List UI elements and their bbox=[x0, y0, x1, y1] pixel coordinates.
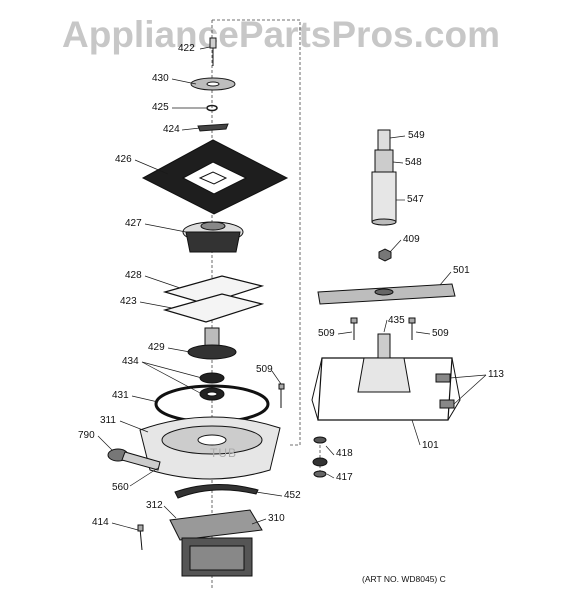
part-423-gasket bbox=[162, 293, 265, 323]
part-790-hose-clamp bbox=[107, 448, 161, 471]
label-part-430: 430 bbox=[152, 73, 169, 84]
part-547-549-spray-tower bbox=[371, 129, 397, 226]
label-part-790: 790 bbox=[78, 430, 95, 441]
label-part-427: 427 bbox=[125, 218, 142, 229]
leader-lines bbox=[97, 46, 487, 531]
label-part-547: 547 bbox=[407, 194, 424, 205]
label-part-428: 428 bbox=[125, 270, 142, 281]
part-509-screw-left bbox=[278, 383, 285, 408]
part-427-impeller bbox=[182, 221, 244, 253]
label-part-101: 101 bbox=[422, 440, 439, 451]
label-part-431: 431 bbox=[112, 390, 129, 401]
label-part-509-mid: 509 bbox=[318, 328, 335, 339]
part-426-chopper-plate bbox=[141, 139, 289, 215]
label-part-452: 452 bbox=[284, 490, 301, 501]
label-part-434: 434 bbox=[122, 356, 139, 367]
part-428-gasket bbox=[162, 275, 265, 305]
part-418-417-hardware bbox=[312, 436, 328, 478]
label-part-423: 423 bbox=[120, 296, 137, 307]
part-430-disc bbox=[190, 77, 236, 91]
label-part-414: 414 bbox=[92, 517, 109, 528]
label-part-409: 409 bbox=[403, 234, 420, 245]
part-434-seals bbox=[199, 372, 225, 401]
part-101-rack-assembly bbox=[311, 333, 461, 421]
part-311-pump-housing bbox=[139, 416, 281, 480]
label-part-113: 113 bbox=[488, 369, 504, 380]
label-part-417: 417 bbox=[336, 472, 353, 483]
part-509-screws-right bbox=[350, 317, 416, 340]
part-452-strap bbox=[174, 484, 259, 499]
label-part-418: 418 bbox=[336, 448, 353, 459]
part-501-spray-arm bbox=[317, 283, 456, 305]
part-113-clips bbox=[435, 373, 455, 409]
part-310-motor bbox=[169, 509, 263, 577]
label-part-422: 422 bbox=[178, 43, 195, 54]
label-part-549: 549 bbox=[408, 130, 425, 141]
label-part-312: 312 bbox=[146, 500, 163, 511]
label-part-560: 560 bbox=[112, 482, 129, 493]
part-422-screw bbox=[209, 37, 217, 66]
label-part-429: 429 bbox=[148, 342, 165, 353]
art-number: (ART NO. WD8045) C bbox=[362, 574, 446, 584]
part-429-hub bbox=[187, 327, 237, 360]
label-part-311: 311 bbox=[100, 415, 116, 426]
label-part-424: 424 bbox=[163, 124, 180, 135]
part-414-screw bbox=[137, 524, 144, 551]
label-part-501: 501 bbox=[453, 265, 470, 276]
label-part-509-right: 509 bbox=[432, 328, 449, 339]
label-part-509-left: 509 bbox=[256, 364, 273, 375]
label-part-310: 310 bbox=[268, 513, 285, 524]
label-part-425: 425 bbox=[152, 102, 169, 113]
label-part-548: 548 bbox=[405, 157, 422, 168]
part-424-blade bbox=[197, 123, 229, 132]
label-part-426: 426 bbox=[115, 154, 132, 165]
part-425-ring bbox=[206, 104, 218, 112]
label-part-435: 435 bbox=[388, 315, 405, 326]
tub-label: TUB bbox=[210, 446, 237, 460]
part-409-nut bbox=[378, 248, 392, 262]
